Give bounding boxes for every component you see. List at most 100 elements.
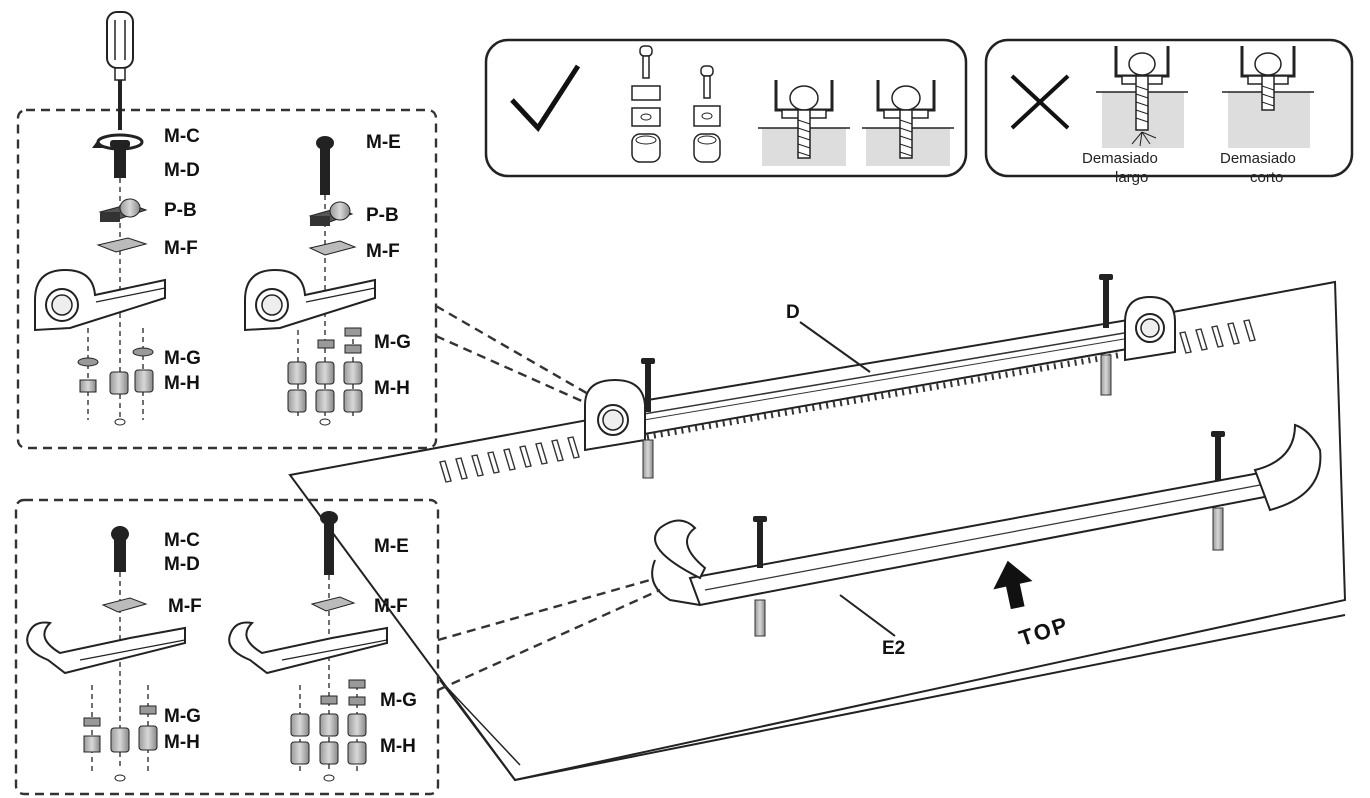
too-short-line-1: Demasiado xyxy=(1220,150,1296,167)
correct-stack-2 xyxy=(693,65,721,163)
spacer-mg-left-2 xyxy=(139,705,157,715)
too-long-line-1: Demasiado xyxy=(1082,150,1158,167)
hole-marker xyxy=(114,774,126,782)
spacer-mg-right-3 xyxy=(344,344,362,354)
label-m-g: M-G xyxy=(164,348,201,369)
hole-marker xyxy=(319,418,331,426)
panel-top-connector-1 xyxy=(435,304,591,397)
correct-usage-box xyxy=(484,38,968,178)
label-m-d: M-D xyxy=(164,554,200,575)
bracket-d-leader xyxy=(799,321,871,373)
spacer-mh-left-1 xyxy=(83,735,101,753)
label-m-c: M-C xyxy=(164,126,200,147)
spacer-mh-right-5 xyxy=(315,389,335,413)
spacer-mg-left-2 xyxy=(132,347,154,357)
label-m-h: M-H xyxy=(374,378,410,399)
spacer-mg-right-3 xyxy=(348,696,366,706)
bracket-d-left-hook xyxy=(584,378,646,452)
spacer-mh-right-2 xyxy=(319,713,339,737)
label-m-g: M-G xyxy=(374,332,411,353)
panel-top-right-stack xyxy=(244,136,376,426)
panel-top-frame xyxy=(16,108,438,450)
label-m-c: M-C xyxy=(164,530,200,551)
hole-marker xyxy=(323,774,335,782)
spacer-mh-right-2 xyxy=(315,361,335,385)
spacer-mh-left-2 xyxy=(110,727,130,753)
label-m-h: M-H xyxy=(164,732,200,753)
bracket-e2 xyxy=(651,423,1322,637)
too-short-line-2: corto xyxy=(1250,169,1283,186)
clip-pb-left xyxy=(98,198,148,222)
label-m-f: M-F xyxy=(168,596,202,617)
bracket-piece-bottom-left xyxy=(26,621,186,675)
label-m-h: M-H xyxy=(380,736,416,757)
bracket-e2-right-hook xyxy=(1253,423,1322,512)
tv-back-panel xyxy=(288,280,1347,782)
washer-mf-left xyxy=(96,237,148,253)
spacer-mh-left-1 xyxy=(79,379,97,393)
vent-slots-left xyxy=(439,436,580,483)
bracket-d-right-hook xyxy=(1124,295,1176,362)
washer-mf-right xyxy=(310,596,356,612)
panel-bottom-connector-2 xyxy=(437,588,661,692)
label-m-g: M-G xyxy=(380,690,417,711)
correct-mounted-1 xyxy=(758,80,850,166)
bracket-d-label: D xyxy=(786,302,800,323)
spacer-mg-right-1 xyxy=(348,679,366,689)
vent-slots-right xyxy=(1179,319,1256,354)
spacer-mh-right-1 xyxy=(290,713,310,737)
label-m-d: M-D xyxy=(164,160,200,181)
spacer-mh-right-1 xyxy=(287,361,307,385)
panel-bottom-left-stack xyxy=(26,526,186,782)
spacer-mg-right-1 xyxy=(344,327,362,337)
spacer-mh-left-3 xyxy=(138,725,158,751)
washer-mf-right xyxy=(308,240,357,256)
bracket-e2-screws xyxy=(753,431,1225,637)
too-long-line-2: largo xyxy=(1115,169,1148,186)
spacer-mh-right-6 xyxy=(343,389,363,413)
spacer-mh-right-3 xyxy=(347,713,367,737)
panel-top-left-stack xyxy=(34,140,166,426)
too-long-example xyxy=(1096,46,1188,148)
spacer-mh-right-4 xyxy=(287,389,307,413)
panel-bottom-frame xyxy=(14,498,440,796)
label-m-f: M-F xyxy=(164,238,198,259)
spacer-mg-right-2 xyxy=(317,339,335,349)
bracket-e2-label: E2 xyxy=(882,638,905,659)
spacer-mg-left-1 xyxy=(83,717,101,727)
label-p-b: P-B xyxy=(366,205,399,226)
spacer-mh-right-5 xyxy=(319,741,339,765)
spacer-mg-left-1 xyxy=(77,357,99,367)
bracket-piece-top-left xyxy=(34,268,166,332)
arrow-up-icon xyxy=(993,560,1033,610)
panel-bottom-right-stack xyxy=(228,511,388,782)
correct-mounted-2 xyxy=(862,80,954,166)
too-short-example xyxy=(1222,46,1314,148)
spacer-mg-right-2 xyxy=(320,695,338,705)
spacer-mh-left-2 xyxy=(109,371,129,395)
clip-pb-right xyxy=(308,201,354,226)
panel-top-connector-2 xyxy=(435,334,585,404)
label-m-e: M-E xyxy=(366,132,401,153)
cross-icon xyxy=(1010,74,1070,130)
spacer-mh-right-4 xyxy=(290,741,310,765)
label-m-f: M-F xyxy=(366,241,400,262)
spacer-mh-left-3 xyxy=(134,369,154,393)
spacer-mh-right-6 xyxy=(347,741,367,765)
wrong-usage-box: Demasiado largo Demasiado corto xyxy=(984,38,1354,186)
label-m-f: M-F xyxy=(374,596,408,617)
bracket-d-screws xyxy=(641,274,1113,479)
label-p-b: P-B xyxy=(164,200,197,221)
panel-bottom-connector-1 xyxy=(437,578,651,642)
correct-stack-1 xyxy=(631,45,661,163)
washer-mf-left xyxy=(101,597,148,613)
bracket-piece-bottom-right xyxy=(228,621,388,675)
check-icon xyxy=(510,64,581,133)
label-m-h: M-H xyxy=(164,373,200,394)
hole-marker xyxy=(114,418,126,426)
bracket-e2-leader xyxy=(839,594,896,637)
label-m-g: M-G xyxy=(164,706,201,727)
spacer-mh-right-3 xyxy=(343,361,363,385)
screwdriver-icon xyxy=(106,11,134,130)
